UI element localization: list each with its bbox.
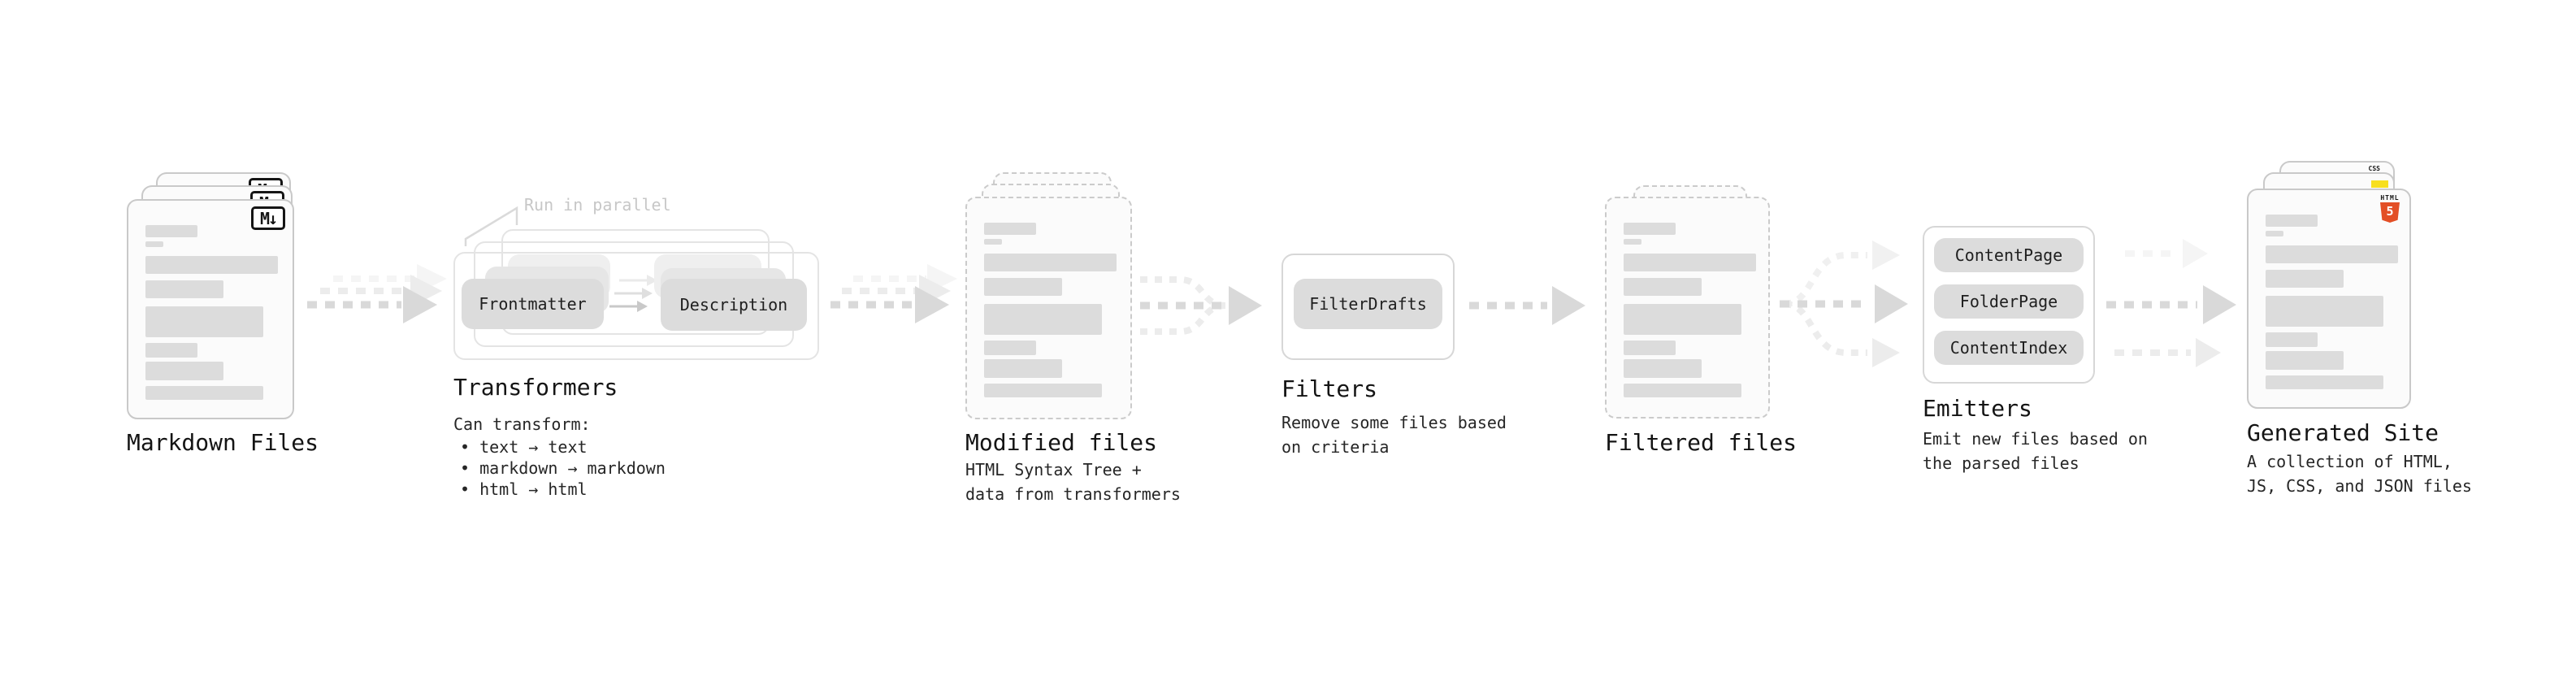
folderpage-pill: FolderPage [1934,284,2084,319]
html5-shield: 5 [2380,202,2400,223]
frontmatter-pill: Frontmatter [462,279,604,329]
stage-label-filtered-files: Filtered files [1605,429,1798,456]
text-placeholder-bar [145,343,197,358]
stage-label-modified-files: Modified files [965,429,1158,456]
transformers-bullet-3: • html → html [460,479,588,499]
text-placeholder-bar [1624,223,1676,235]
description-pill: Description [661,279,807,331]
transformer-box-front [453,252,819,360]
html5-word: HTML [2380,194,2400,202]
text-placeholder-bar [2266,215,2318,227]
text-placeholder-bar [145,362,223,380]
emitters-caption-line1: Emit new files based on [1923,429,2148,449]
filterdrafts-pill: FilterDrafts [1294,279,1442,329]
document-content-bars [128,201,293,418]
text-placeholder-bar [984,239,1002,245]
generated-caption-line1: A collection of HTML, [2247,452,2452,471]
text-placeholder-bar [1624,340,1676,355]
modified-caption-line1: HTML Syntax Tree + [965,460,1142,479]
filters-caption-line1: Remove some files based [1281,413,1507,432]
html5-icon: HTML 5 [2379,194,2400,223]
text-placeholder-bar [1624,239,1641,245]
text-placeholder-bar [2266,375,2383,389]
emitters-caption-line2: the parsed files [1923,453,2079,473]
text-placeholder-bar [984,254,1117,271]
text-placeholder-bar [145,386,263,400]
text-placeholder-bar [145,280,223,298]
text-placeholder-bar [145,256,278,274]
text-placeholder-bar [2266,270,2344,288]
transformers-caption-title: Can transform: [453,414,591,434]
markdown-file-card-front: M↓ [127,199,294,419]
run-in-parallel-annotation: Run in parallel [524,195,671,215]
transformers-bullet-2: • markdown → markdown [460,458,666,478]
contentindex-pill: ContentIndex [1934,331,2084,365]
text-placeholder-bar [145,306,263,337]
arrow-markdown-to-transformers [307,264,447,323]
text-placeholder-bar [984,304,1102,335]
stage-label-emitters: Emitters [1923,395,2032,422]
generated-caption-line2: JS, CSS, and JSON files [2247,476,2472,496]
text-placeholder-bar [1624,254,1756,271]
markdown-icon: M↓ [251,206,285,230]
contentpage-pill: ContentPage [1934,238,2084,272]
stage-label-markdown-files: Markdown Files [127,429,319,456]
filtered-file-card-front [1605,197,1770,419]
stage-label-transformers: Transformers [453,374,618,401]
text-placeholder-bar [2266,296,2383,327]
text-placeholder-bar [984,278,1062,296]
arrow-filtered-to-emitters-fanout [1780,241,1908,367]
text-placeholder-bar [145,241,163,247]
modified-caption-line2: data from transformers [965,484,1181,504]
text-placeholder-bar [984,359,1062,378]
transformers-bullet-1: • text → text [460,437,588,457]
filters-caption-line2: on criteria [1281,437,1390,457]
text-placeholder-bar [1624,384,1741,397]
text-placeholder-bar [2266,332,2318,347]
text-placeholder-bar [1624,278,1702,296]
arrow-modified-to-filters-merge [1140,276,1262,335]
text-placeholder-bar [2266,231,2283,236]
document-content-bars [2249,190,2409,407]
text-placeholder-bar [2266,245,2398,263]
modified-file-card-front [965,197,1132,419]
text-placeholder-bar [984,223,1036,235]
text-placeholder-bar [984,384,1102,397]
document-content-bars [1607,198,1768,417]
text-placeholder-bar [1624,359,1702,378]
text-placeholder-bar [145,225,197,237]
generated-file-card-front: HTML 5 [2247,189,2411,409]
arrow-filters-to-filtered [1469,286,1585,325]
stage-label-generated-site: Generated Site [2247,419,2439,446]
arrow-transformers-to-modified [830,264,957,323]
text-placeholder-bar [984,340,1036,355]
js-icon [2371,180,2388,188]
stage-label-filters: Filters [1281,375,1378,402]
text-placeholder-bar [2266,351,2344,370]
arrow-emitters-to-generated [2106,239,2236,367]
document-content-bars [967,198,1130,418]
text-placeholder-bar [1624,304,1741,335]
